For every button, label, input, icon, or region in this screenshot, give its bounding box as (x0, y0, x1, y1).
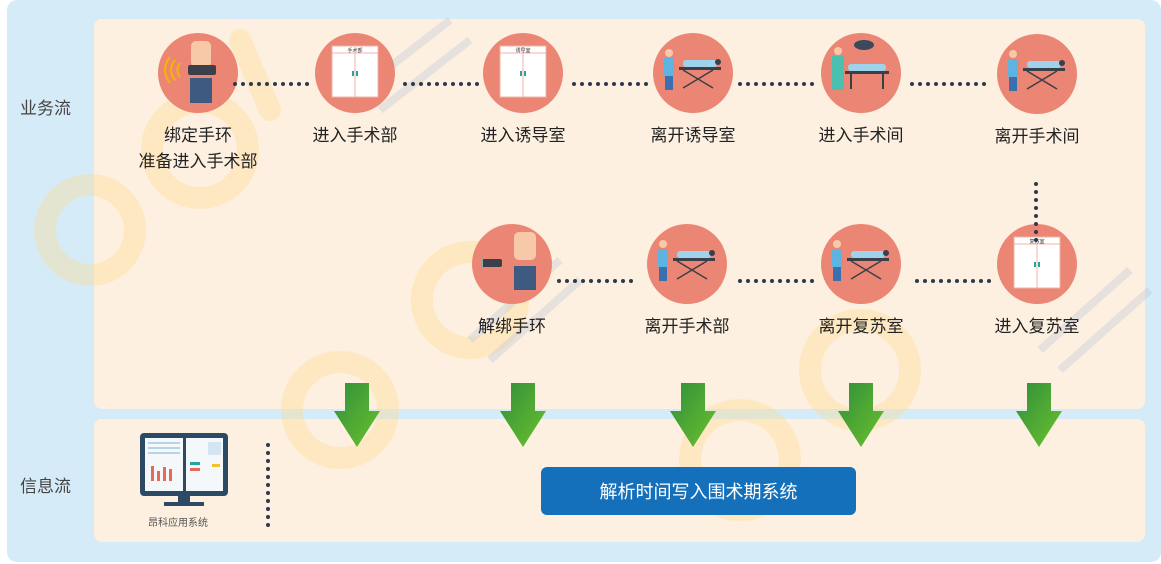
svg-text:诱导室: 诱导室 (515, 47, 530, 54)
step-leave-induction-room: 离开诱导室 (613, 33, 773, 149)
step-label: 进入手术部 (312, 126, 398, 146)
step-label: 解绑手环 (478, 317, 546, 337)
stretcher-icon (821, 224, 901, 304)
connector-arrow (572, 71, 652, 86)
step-enter-surgery-dept: 手术部 进入手术部 (275, 33, 435, 149)
stretcher-icon (997, 34, 1077, 114)
stretcher-icon (647, 224, 727, 304)
door-icon: 复苏室 (997, 224, 1077, 304)
lane-label-business: 业务流 (20, 99, 71, 119)
step-leave-operating-room: 离开手术间 (957, 34, 1117, 150)
connector-arrow (910, 71, 990, 86)
step-leave-recovery-room: 离开复苏室 (781, 224, 941, 340)
connector-line (266, 443, 270, 531)
step-leave-surgery-dept: 离开手术部 (607, 224, 767, 340)
lane-label-info: 信息流 (20, 477, 71, 497)
down-arrow-icon (500, 383, 546, 447)
connector-arrow (1034, 182, 1038, 246)
step-label: 离开手术部 (644, 317, 730, 337)
connector-arrow (915, 268, 995, 283)
door-icon: 诱导室 (483, 33, 563, 113)
door-icon: 手术部 (315, 33, 395, 113)
step-label: 进入诱导室 (480, 126, 566, 146)
down-arrow-icon (334, 383, 380, 447)
step-enter-recovery-room: 复苏室 进入复苏室 (957, 224, 1117, 340)
down-arrow-icon (838, 383, 884, 447)
step-enter-operating-room: 进入手术间 (781, 33, 941, 149)
svg-text:手术部: 手术部 (347, 47, 362, 54)
connector-arrow (403, 71, 483, 86)
down-arrow-icon (1016, 383, 1062, 447)
down-arrow-icon (670, 383, 716, 447)
stretcher-icon (653, 33, 733, 113)
monitor-label: 昂科应用系统 (148, 518, 208, 529)
connector-arrow (738, 268, 818, 283)
step-label: 进入复苏室 (994, 317, 1080, 337)
step-bind-wristband: 绑定手环准备进入手术部 (118, 33, 278, 175)
connector-arrow (233, 71, 313, 86)
step-label: 离开诱导室 (650, 126, 736, 146)
step-label: 离开手术间 (994, 127, 1080, 147)
step-label: 离开复苏室 (818, 317, 904, 337)
step-label: 绑定手环准备进入手术部 (138, 126, 258, 172)
surgeon-icon (821, 33, 901, 113)
connector-arrow (738, 71, 818, 86)
step-enter-induction-room: 诱导室 进入诱导室 (443, 33, 603, 149)
unbind-wristband-icon (472, 224, 552, 304)
wristband-icon (158, 33, 238, 113)
step-label: 进入手术间 (818, 126, 904, 146)
perioperative-system-box: 解析时间写入围术期系统 (541, 467, 856, 515)
monitor-icon (140, 433, 228, 506)
step-unbind-wristband: 解绑手环 (432, 224, 592, 340)
connector-arrow (557, 268, 637, 283)
